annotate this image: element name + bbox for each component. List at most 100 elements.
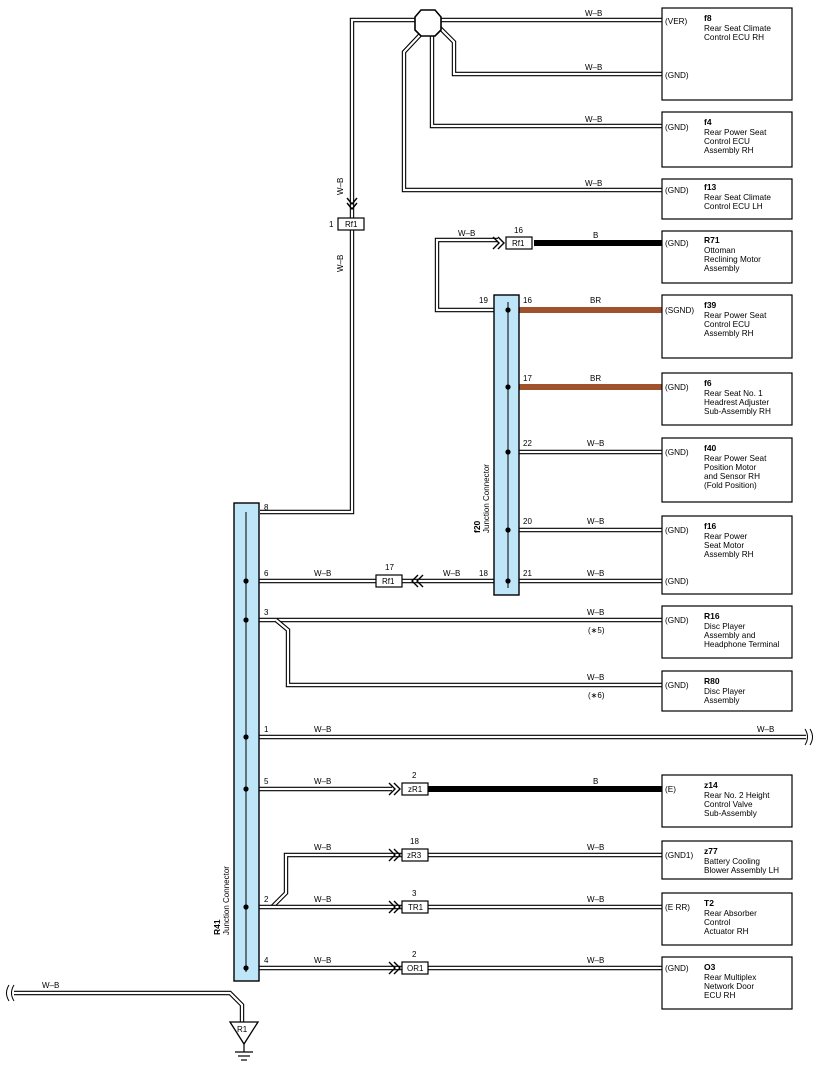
svg-text:Rear Power Seat: Rear Power Seat [704, 311, 767, 320]
arrow-right-icon [388, 782, 401, 796]
svg-text:Control: Control [704, 918, 731, 927]
inline-connectors: Rf1 1 Rf1 16 Rf1 17 zR1 2 zR3 18 TR1 3 O… [329, 197, 533, 975]
svg-text:Assembly: Assembly [704, 264, 740, 273]
component-id: f8 [704, 13, 712, 23]
svg-text:Rear No. 2 Height: Rear No. 2 Height [704, 791, 770, 800]
wire-label: W–B [458, 229, 475, 238]
wire-label: W–B [314, 956, 331, 965]
wire-label: BR [590, 374, 601, 383]
svg-text:ECU RH: ECU RH [704, 991, 735, 1000]
component-id: R71 [704, 235, 720, 245]
wire-label: W–B [757, 725, 774, 734]
svg-text:Control Valve: Control Valve [704, 800, 753, 809]
svg-text:Control ECU RH: Control ECU RH [704, 33, 764, 42]
wire-label: W–B [314, 569, 331, 578]
component-r16: (GND) R16 Disc Player Assembly and Headp… [661, 605, 793, 659]
connector-rf1-a-id: Rf1 [345, 220, 358, 229]
svg-text:Assembly RH: Assembly RH [704, 146, 754, 155]
connector-zr1 [401, 782, 429, 796]
pin-label: (GND) [665, 681, 689, 690]
svg-text:Disc Player: Disc Player [704, 687, 746, 696]
connector-rf1-a [337, 217, 365, 231]
pin-label: (E) [665, 785, 676, 794]
r41-pin-5: 5 [264, 777, 269, 786]
component-t2: (E RR) T2 Rear Absorber Control Actuator… [661, 892, 793, 946]
wire-label: B [593, 777, 598, 786]
f20-id: f20 [472, 520, 482, 533]
component-f6: (GND) f6 Rear Seat No. 1 Headrest Adjust… [661, 372, 793, 426]
svg-text:Assembly: Assembly [704, 696, 740, 705]
connector-zr1-pin: 2 [412, 771, 417, 780]
r41-pin-3: 3 [264, 608, 269, 617]
svg-text:Rear Absorber: Rear Absorber [704, 909, 757, 918]
component-id: f16 [704, 521, 717, 531]
svg-text:Reclining Motor: Reclining Motor [704, 255, 761, 264]
svg-text:Ottoman: Ottoman [704, 246, 736, 255]
ground-id: R1 [237, 1025, 248, 1034]
wire-label: W–B [587, 843, 604, 852]
pin-label: (GND) [665, 577, 689, 586]
connector-or1-id: OR1 [407, 964, 424, 973]
wire-label: W–B [314, 895, 331, 904]
svg-text:Position Motor: Position Motor [704, 463, 757, 472]
r41-pin-1: 1 [264, 725, 269, 734]
wire-label: W–B [587, 517, 604, 526]
pin-label: (GND1) [665, 851, 693, 860]
ground-r1: R1 [228, 1021, 260, 1061]
svg-text:Battery Cooling: Battery Cooling [704, 857, 760, 866]
arrow-down-icon [346, 197, 358, 211]
connector-rf1-b-pin: 16 [514, 226, 523, 235]
r41-pin-4: 4 [264, 956, 269, 965]
svg-text:Rear Seat Climate: Rear Seat Climate [704, 24, 771, 33]
connector-tr1-pin: 3 [412, 889, 417, 898]
f20-label: Junction Connector [482, 464, 491, 533]
pin-label: (GND) [665, 964, 689, 973]
wire-label: W–B [587, 608, 604, 617]
connector-zr3-id: zR3 [407, 851, 422, 860]
solid-wires [428, 240, 662, 792]
connector-rf1-c [375, 574, 403, 588]
pin-label: (GND) [665, 71, 689, 80]
svg-text:Rear Power Seat: Rear Power Seat [704, 128, 767, 137]
svg-text:Control ECU LH: Control ECU LH [704, 202, 763, 211]
wire-label: W–B [336, 255, 345, 272]
arrow-right-icon [388, 848, 401, 862]
f20-pin-19: 19 [479, 296, 488, 305]
r41-id: R41 [212, 919, 222, 935]
wire-label: BR [590, 296, 601, 305]
wire-label: W–B [336, 178, 345, 195]
connector-zr3 [401, 848, 429, 862]
pin-label: (GND) [665, 239, 689, 248]
wires [14, 17, 806, 1022]
connector-tr1-id: TR1 [408, 903, 424, 912]
wire-label: W–B [587, 439, 604, 448]
note-label: (∗5) [588, 626, 605, 635]
svg-text:Seat Motor: Seat Motor [704, 541, 744, 550]
connector-rf1-a-pin: 1 [329, 220, 334, 229]
svg-text:Headrest Adjuster: Headrest Adjuster [704, 398, 769, 407]
svg-text:Rear Multiplex: Rear Multiplex [704, 973, 756, 982]
r41-pin-2: 2 [264, 895, 269, 904]
pin-label: (GND) [665, 526, 689, 535]
component-id: R16 [704, 611, 720, 621]
wire-label: W–B [585, 179, 602, 188]
wire-label: W–B [587, 569, 604, 578]
arrow-right-icon [388, 900, 401, 914]
component-f40: (GND) f40 Rear Power Seat Position Motor… [661, 437, 793, 503]
connector-or1 [401, 961, 429, 975]
pin-label: (GND) [665, 186, 689, 195]
wire-label: W–B [314, 777, 331, 786]
svg-text:Rear Power: Rear Power [704, 532, 748, 541]
f20-pin-18: 18 [479, 569, 488, 578]
svg-text:Disc Player: Disc Player [704, 622, 746, 631]
component-o3: (GND) O3 Rear Multiplex Network Door ECU… [661, 956, 793, 1010]
arrow-right-icon [388, 961, 401, 975]
component-id: T2 [704, 898, 714, 908]
component-id: R80 [704, 676, 720, 686]
pin-label: (GND) [665, 616, 689, 625]
f20-pin-22: 22 [523, 439, 532, 448]
wire-label: W–B [314, 725, 331, 734]
junction-r41: 8 6 3 1 5 2 4 R41 Junction Connector [212, 502, 269, 982]
svg-text:(Fold Position): (Fold Position) [704, 481, 757, 490]
